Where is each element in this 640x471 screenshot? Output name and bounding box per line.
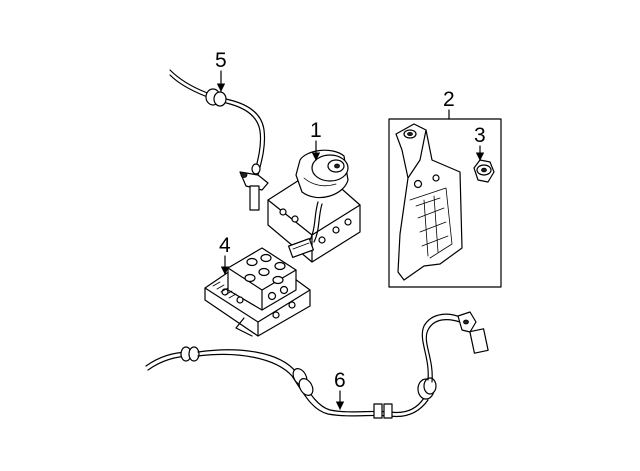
abs-hydraulic-unit: [267, 149, 361, 263]
front-speed-sensor: [169, 69, 269, 211]
abs-control-module: [204, 247, 311, 337]
callout-2-number: 2: [443, 88, 455, 111]
mounting-bracket: [395, 123, 463, 281]
callout-4-number: 4: [219, 234, 231, 257]
callout-2: 2: [443, 88, 455, 120]
callout-5: 5: [215, 49, 227, 92]
callout-6: 6: [334, 369, 346, 410]
callout-1: 1: [310, 119, 322, 161]
grommet: [473, 159, 495, 183]
rear-speed-sensor: [145, 311, 489, 419]
callout-1-number: 1: [310, 119, 322, 142]
callout-3-number: 3: [474, 124, 486, 147]
callout-4: 4: [219, 234, 231, 275]
bracket-group-box: [388, 118, 502, 288]
callout-5-number: 5: [215, 49, 227, 72]
callout-3: 3: [474, 124, 486, 161]
callout-6-number: 6: [334, 369, 346, 392]
